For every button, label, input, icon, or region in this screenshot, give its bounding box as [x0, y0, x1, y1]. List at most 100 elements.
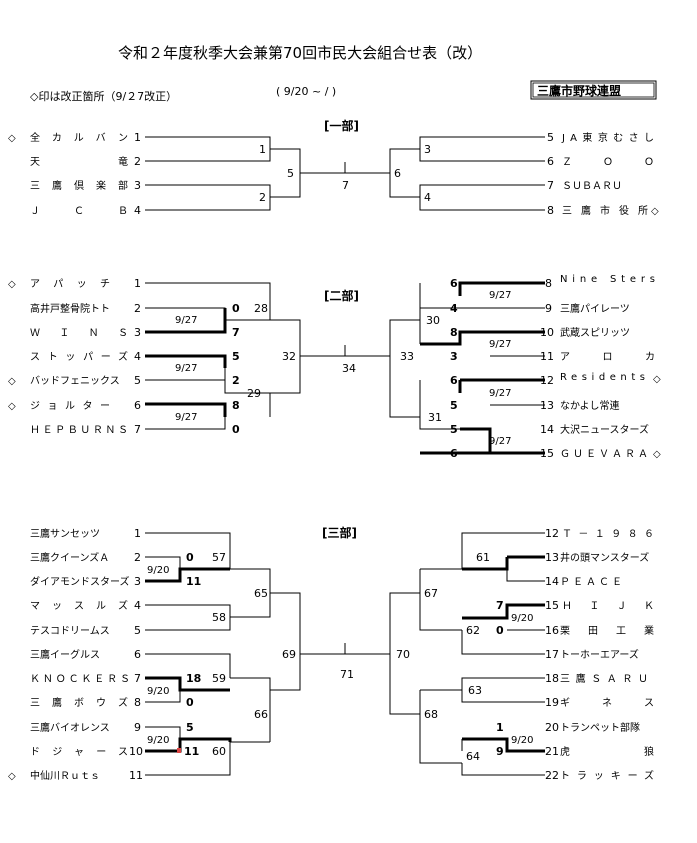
game-number: 59: [212, 672, 226, 685]
team-name: Ｚ Ｏ Ｏ: [562, 157, 654, 168]
team-row: ダイアモンドスターズ 3: [30, 575, 141, 588]
team-row: 三鷹倶楽部 3: [30, 179, 141, 192]
team-number: 4: [134, 599, 141, 612]
team-name: 栗田工業: [560, 624, 654, 637]
game-number: 32: [282, 350, 296, 363]
team-row: 三鷹サンセッツ 1: [30, 527, 141, 540]
game-number: 6: [394, 167, 401, 180]
score: 3: [450, 350, 458, 363]
team-row: ◇ ジョルター 6: [8, 399, 141, 412]
team-row: 7 ＳＵＢＡＲＵ: [547, 179, 622, 192]
team-row: 9 三鷹パイレーツ: [545, 302, 630, 315]
score: 0: [232, 423, 240, 436]
team-row: 15 ＧＵＥＶＡＲＡ ◇: [540, 447, 661, 460]
team-row: 三鷹ボウズ 8: [30, 696, 141, 709]
period-text: ( 9/20 ~ / ): [276, 85, 336, 98]
game-number: 62: [466, 624, 480, 637]
game-date: 9/20: [147, 686, 169, 697]
revision-note: ◇印は改正箇所（9/２7改正）: [30, 89, 177, 103]
game-number: 68: [424, 708, 438, 721]
score: 11: [184, 745, 199, 758]
team-row: 高井戸整骨院トト 2: [30, 302, 141, 315]
game-number: 58: [212, 611, 226, 624]
game-number: 33: [400, 350, 414, 363]
team-name: アロカ: [560, 351, 655, 363]
team-row: 8 Nine Sters: [545, 274, 655, 290]
score: 0: [186, 696, 194, 709]
team-number: 11: [129, 769, 143, 782]
team-row: 8 三鷹市役所 ◇: [547, 204, 659, 217]
team-name: ダイアモンドスターズ: [30, 575, 130, 588]
game-date: 9/27: [489, 436, 511, 447]
team-name: ＷＩＮＳ: [30, 328, 128, 339]
team-row: 13 井の頭マンスターズ: [545, 551, 649, 564]
team-name: 三鷹ＳＡＲＵ: [560, 672, 648, 685]
team-row: 6 Ｚ Ｏ Ｏ: [547, 155, 654, 168]
game-number: 1: [259, 143, 266, 156]
team-number: 19: [545, 696, 559, 709]
team-number: 13: [545, 551, 559, 564]
team-row: 10 武蔵スピリッツ: [540, 326, 630, 339]
team-number: 2: [134, 551, 141, 564]
game-number: 31: [428, 411, 442, 424]
team-row: テスコドリームス 5: [30, 624, 141, 637]
game-number: 64: [466, 750, 480, 763]
team-number: 6: [134, 648, 141, 661]
team-number: 17: [545, 648, 559, 661]
division-1-header: [一部]: [324, 118, 359, 133]
division-3: [三部] 三鷹サンセッツ 1 三鷹クイーンズＡ 2 ダイアモンドスターズ 3 マ…: [8, 525, 654, 782]
marker-icon: ◇: [8, 401, 16, 412]
game-date: 9/20: [511, 735, 533, 746]
team-name: バッドフェニックス: [30, 375, 120, 387]
team-number: 10: [540, 326, 554, 339]
final-game-number: 34: [342, 362, 356, 375]
team-name: 大沢ニュースターズ: [560, 423, 649, 436]
team-row: 15 ＨＩＪＫ: [545, 599, 654, 612]
team-number: 13: [540, 399, 554, 412]
game-date: 9/27: [175, 363, 197, 374]
game-date: 9/20: [147, 735, 169, 746]
team-number: 16: [545, 624, 559, 637]
team-name: Nine Sters: [560, 274, 655, 285]
marker-icon: ◇: [653, 449, 661, 460]
team-row: ◇ 全カルバン 1: [8, 131, 141, 144]
team-row: ＷＩＮＳ 3: [30, 326, 141, 339]
final-game-number: 7: [342, 179, 349, 192]
team-name: 三鷹サンセッツ: [30, 527, 100, 540]
team-name: 天 竜: [30, 155, 128, 168]
team-row: 12 Residents ◇: [540, 372, 661, 387]
game-date: 9/27: [175, 315, 197, 326]
team-name: 三鷹クイーンズＡ: [30, 551, 109, 564]
team-name: ＰＥＡＣＥ: [560, 577, 622, 588]
team-row: ＨＥＰＢＵＲＮＳ 7: [30, 423, 141, 436]
team-name: 中仙川Ｒｕｔｓ: [30, 769, 100, 782]
game-number: 67: [424, 587, 438, 600]
bracket-lines: [145, 136, 545, 211]
game-number: 4: [424, 191, 431, 204]
org-name: 三鷹市野球連盟: [537, 83, 621, 98]
score: 0: [232, 302, 240, 315]
team-name: 全カルバン: [30, 131, 128, 144]
team-name: アパッチ: [30, 278, 110, 290]
marker-icon: ◇: [651, 206, 659, 217]
game-number: 3: [424, 143, 431, 156]
score: 6: [450, 277, 458, 290]
team-number: 1: [134, 527, 141, 540]
team-number: 7: [547, 179, 554, 192]
team-row: 20 トランペット部隊: [545, 721, 640, 734]
team-name: ＧＵＥＶＡＲＡ: [560, 449, 648, 460]
team-number: 2: [134, 302, 141, 315]
team-name: 三鷹イーグルス: [30, 648, 100, 661]
team-row: 22 トラッキーズ: [545, 769, 654, 782]
team-name: ＳＵＢＡＲＵ: [562, 181, 622, 192]
team-row: 三鷹イーグルス 6: [30, 648, 141, 661]
team-name: 高井戸整骨院トト: [30, 302, 110, 315]
game-number: 30: [426, 314, 440, 327]
team-name: JA東京むさし: [561, 131, 654, 144]
game-number: 2: [259, 191, 266, 204]
game-number: 57: [212, 551, 226, 564]
game-number: 69: [282, 648, 296, 661]
game-number: 66: [254, 708, 268, 721]
team-name: ＨＥＰＢＵＲＮＳ: [30, 425, 128, 436]
team-row: 12 Ｔ－１９８６: [545, 527, 654, 540]
